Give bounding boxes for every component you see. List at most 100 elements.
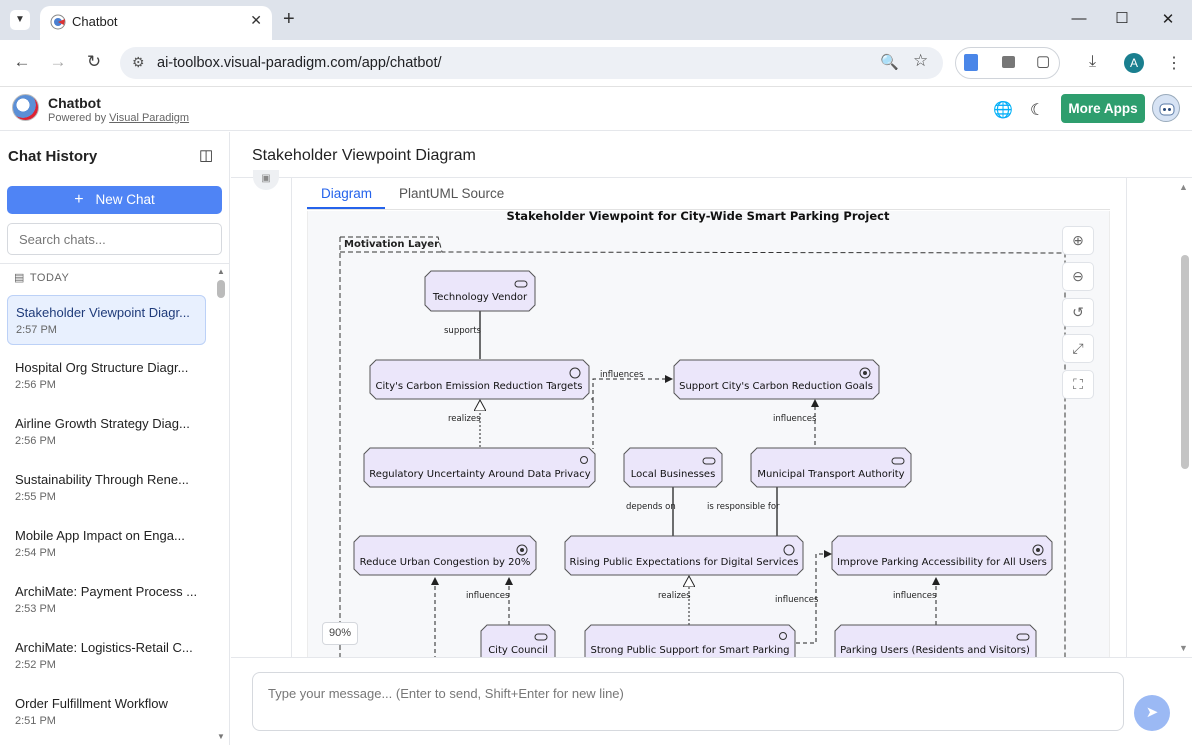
main-scroll-down-icon[interactable]: ▼ [1179, 643, 1188, 653]
language-globe-icon[interactable]: 🌐 [993, 102, 1013, 119]
zoom-page-icon[interactable]: 🔍 [880, 54, 899, 71]
send-icon[interactable]: ➤ [1134, 695, 1170, 731]
browser-tab-chatbot[interactable]: Chatbot ✕ [40, 6, 272, 40]
tab-diagram[interactable]: Diagram [321, 186, 373, 201]
tab-search-icon[interactable]: ▼ [10, 10, 30, 30]
close-window-icon[interactable]: ✕ [1161, 11, 1175, 28]
profile-avatar[interactable]: A [1124, 53, 1144, 73]
node-label: Parking Users (Residents and Visitors) [840, 645, 1030, 656]
scroll-down-arrow-icon[interactable]: ▼ [217, 732, 225, 741]
edge-influences-4 [796, 550, 832, 644]
more-apps-button[interactable]: More Apps [1061, 94, 1145, 123]
diagram-title: Stakeholder Viewpoint for City-Wide Smar… [507, 211, 890, 223]
node-label: Rising Public Expectations for Digital S… [570, 557, 799, 568]
node-municipal-transport-authority[interactable]: Municipal Transport Authority [750, 447, 912, 488]
fit-to-screen-icon[interactable]: ⤢ [1062, 334, 1094, 363]
stakeholder-icon [534, 633, 548, 641]
sidebar-toggle-icon[interactable]: ◫ [199, 147, 214, 164]
chat-history-item[interactable]: Airline Growth Strategy Diag... 2:56 PM [7, 407, 206, 457]
node-reduce-urban-congestion[interactable]: Reduce Urban Congestion by 20% [353, 535, 537, 576]
extension-doc-icon[interactable] [964, 54, 978, 71]
goal-icon-center [1036, 548, 1040, 552]
node-strong-public-support[interactable]: Strong Public Support for Smart Parking [584, 624, 796, 657]
bot-avatar-icon[interactable] [1152, 94, 1180, 122]
archimate-diagram: Stakeholder Viewpoint for City-Wide Smar… [339, 211, 1066, 657]
extensions-puzzle-icon[interactable]: ▢ [1036, 53, 1051, 70]
extension-chat-icon[interactable] [1002, 56, 1015, 68]
chat-title: ArchiMate: Payment Process ... [15, 584, 198, 599]
bot-message-icon: ▣ [253, 170, 279, 190]
node-label: Reduce Urban Congestion by 20% [360, 557, 531, 568]
goal-icon [1032, 544, 1044, 556]
chat-history-item[interactable]: Mobile App Impact on Enga...2:54 PM [7, 519, 206, 569]
node-label: City Council [488, 645, 548, 656]
scroll-thumb[interactable] [217, 280, 225, 298]
zoom-in-icon[interactable]: ⊕ [1062, 226, 1094, 255]
stakeholder-icon [891, 457, 905, 465]
back-icon[interactable]: ← [13, 52, 31, 71]
edge-label-realizes-2: realizes [658, 591, 691, 601]
address-bar[interactable]: ⚙ ai-toolbox.visual-paradigm.com/app/cha… [120, 47, 943, 79]
node-label: Local Businesses [631, 469, 716, 480]
search-chats-input[interactable] [7, 223, 222, 255]
diagram-viewport[interactable]: Stakeholder Viewpoint for City-Wide Smar… [307, 211, 1110, 657]
chat-time: 2:57 PM [16, 324, 57, 336]
reset-zoom-icon[interactable]: ↺ [1062, 298, 1094, 327]
node-regulatory-uncertainty[interactable]: Regulatory Uncertainty Around Data Priva… [363, 447, 596, 488]
site-info-icon[interactable]: ⚙ [132, 54, 145, 70]
chat-history-item[interactable]: ArchiMate: Payment Process ...2:53 PM [7, 575, 206, 625]
today-label: TODAY [29, 272, 70, 284]
main-scroll-up-icon[interactable]: ▲ [1179, 182, 1188, 192]
browser-tabstrip: ▼ Chatbot ✕ + — ☐ ✕ [0, 0, 1192, 40]
node-city-council[interactable]: City Council [480, 624, 556, 657]
bookmark-star-icon[interactable]: ☆ [913, 51, 929, 70]
chat-history-item[interactable]: Hospital Org Structure Diagr...2:56 PM [7, 351, 206, 401]
app-header: Chatbot Powered by Visual Paradigm 🌐 ☾ M… [0, 88, 1192, 131]
node-technology-vendor[interactable]: Technology Vendor [424, 270, 536, 312]
plus-icon: + [74, 191, 84, 208]
close-tab-icon[interactable]: ✕ [250, 12, 262, 28]
node-support-carbon-goals[interactable]: Support City's Carbon Reduction Goals [673, 359, 880, 400]
chat-history-item[interactable]: Sustainability Through Rene...2:55 PM [7, 463, 206, 513]
minimize-window-icon[interactable]: — [1071, 10, 1087, 27]
downloads-icon[interactable]: ⤓ [1089, 53, 1097, 70]
chat-title: Airline Growth Strategy Diag... [15, 416, 190, 431]
chat-title: ArchiMate: Logistics-Retail C... [15, 640, 193, 655]
dark-mode-moon-icon[interactable]: ☾ [1030, 102, 1045, 119]
zoom-level-badge: 90% [322, 622, 358, 645]
node-parking-users[interactable]: Parking Users (Residents and Visitors) [834, 624, 1037, 657]
scroll-up-arrow-icon[interactable]: ▲ [217, 267, 225, 276]
zoom-out-icon[interactable]: ⊖ [1062, 262, 1094, 291]
chat-history-item[interactable]: Stakeholder Viewpoint Diagr...2:57 PM [7, 295, 206, 345]
visual-paradigm-link[interactable]: Visual Paradigm [109, 112, 190, 124]
node-label: Improve Parking Accessibility for All Us… [837, 557, 1047, 568]
browser-menu-icon[interactable]: ⋮ [1166, 55, 1182, 72]
forward-icon[interactable]: → [49, 52, 67, 71]
node-improve-parking-accessibility[interactable]: Improve Parking Accessibility for All Us… [831, 535, 1053, 576]
chat-title: Order Fulfillment Workflow [15, 696, 168, 711]
node-local-businesses[interactable]: Local Businesses [623, 447, 723, 488]
sidebar-scrollbar[interactable]: ▲ [216, 265, 226, 735]
goal-icon [516, 544, 528, 556]
browser-toolbar: ← → ↻ ⚙ ai-toolbox.visual-paradigm.com/a… [0, 40, 1192, 87]
chat-title: Hospital Org Structure Diagr... [15, 360, 189, 375]
tab-plantuml-source[interactable]: PlantUML Source [399, 186, 505, 201]
fullscreen-icon[interactable]: ⛶ [1062, 370, 1094, 399]
chat-time: 2:55 PM [15, 491, 56, 503]
node-rising-public-expectations[interactable]: Rising Public Expectations for Digital S… [564, 535, 804, 576]
chat-time: 2:56 PM [15, 435, 56, 447]
chat-history-item[interactable]: ArchiMate: Logistics-Retail C...2:52 PM [7, 631, 206, 681]
maximize-window-icon[interactable]: ☐ [1115, 10, 1129, 27]
chat-history-sidebar: Chat History ◫ +New Chat ▤TODAY Stakehol… [0, 132, 230, 745]
message-input[interactable] [252, 672, 1124, 731]
main-scroll-thumb[interactable] [1181, 255, 1189, 469]
stakeholder-icon [1016, 633, 1030, 641]
new-chat-button[interactable]: +New Chat [7, 186, 222, 214]
node-label: City's Carbon Emission Reduction Targets [376, 381, 583, 392]
reload-icon[interactable]: ↻ [86, 52, 102, 71]
new-tab-icon[interactable]: + [283, 8, 295, 30]
url-text: ai-toolbox.visual-paradigm.com/app/chatb… [157, 55, 442, 71]
goal-icon [859, 367, 871, 379]
node-carbon-reduction-targets[interactable]: City's Carbon Emission Reduction Targets [369, 359, 590, 400]
